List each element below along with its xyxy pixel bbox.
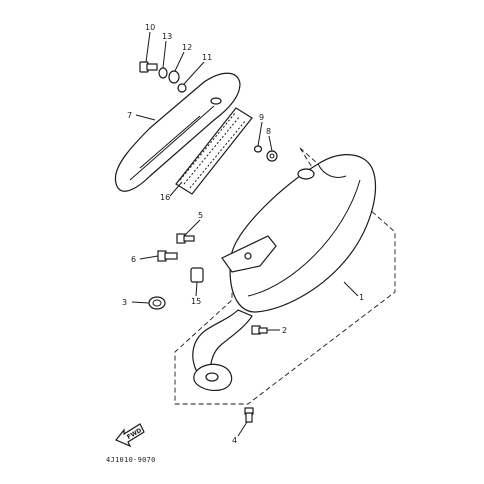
callout-9: 9 bbox=[259, 113, 264, 122]
callout-2: 2 bbox=[282, 326, 287, 335]
bolt-2 bbox=[251, 325, 268, 335]
callout-12: 12 bbox=[182, 43, 192, 52]
heat-protector-rib bbox=[129, 105, 215, 181]
muffler-seam bbox=[247, 179, 361, 297]
insulator-pad bbox=[175, 107, 253, 195]
callout-10: 10 bbox=[145, 23, 155, 32]
callout-16: 16 bbox=[160, 193, 170, 202]
leader-lines bbox=[131, 31, 359, 437]
washer-13 bbox=[158, 67, 168, 79]
collar-12 bbox=[168, 70, 180, 84]
washer-9 bbox=[253, 145, 263, 153]
callout-4: 4 bbox=[232, 436, 237, 445]
callout-13: 13 bbox=[162, 32, 172, 41]
protector-hole bbox=[210, 97, 222, 105]
callout-6: 6 bbox=[131, 255, 136, 264]
assembly-outline bbox=[174, 147, 396, 405]
forward-arrow: FWD bbox=[115, 423, 145, 448]
callout-3: 3 bbox=[122, 298, 127, 307]
callout-15: 15 bbox=[191, 297, 201, 306]
muffler-end bbox=[317, 163, 347, 178]
flange-port bbox=[205, 372, 219, 382]
callout-8: 8 bbox=[266, 127, 271, 136]
bolt-4 bbox=[244, 407, 254, 423]
collar-15 bbox=[190, 267, 204, 283]
callout-1: 1 bbox=[359, 293, 364, 302]
drawing-code: 4J1010-9070 bbox=[106, 456, 156, 464]
collar-8 bbox=[266, 150, 278, 162]
gasket bbox=[148, 296, 166, 310]
bolt-6 bbox=[157, 250, 178, 262]
pad-texture bbox=[179, 111, 247, 189]
muffler-body bbox=[229, 154, 377, 313]
grommet-11 bbox=[177, 83, 187, 93]
bolt-5 bbox=[176, 233, 195, 244]
callout-7: 7 bbox=[127, 111, 132, 120]
bolt-10 bbox=[139, 61, 158, 73]
upper-boss bbox=[297, 168, 315, 180]
callout-11: 11 bbox=[202, 53, 212, 62]
gasket-inner bbox=[152, 299, 162, 307]
bracket-hole bbox=[244, 252, 252, 260]
callout-5: 5 bbox=[198, 211, 203, 220]
forward-arrow-label: FWD bbox=[126, 427, 143, 441]
